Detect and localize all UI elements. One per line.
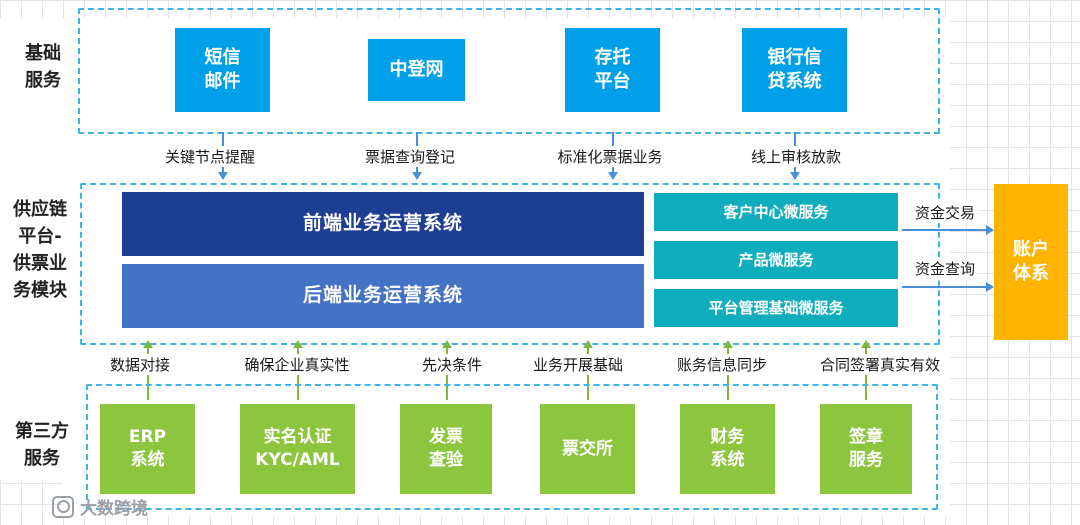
- base-service-box-sms-email: 短信 邮件: [175, 28, 270, 112]
- back-system-box: 后端业务运营系统: [122, 264, 644, 328]
- third-party-box-invoice-check: 发票 查验: [400, 404, 492, 494]
- microservice-box-customer-center: 客户中心微服务: [654, 193, 898, 231]
- side-label-platform: 供应链 平台- 供票业 务模块: [13, 199, 67, 301]
- microservice-box-platform-mgmt: 平台管理基础微服务: [654, 289, 898, 327]
- base-services-group: [78, 8, 940, 134]
- base-service-box-depository-platform: 存托 平台: [565, 28, 660, 112]
- right-arrow-fund-query: [902, 282, 994, 292]
- front-system-box: 前端业务运营系统: [122, 192, 644, 256]
- connector-label-business-basis: 业务开展基础: [529, 354, 627, 375]
- base-service-box-zhongdengwang: 中登网: [368, 39, 465, 101]
- connector-label-data-docking: 数据对接: [106, 354, 174, 375]
- connector-label-contract-signing: 合同签署真实有效: [816, 354, 944, 375]
- connector-label-account-info-sync: 账务信息同步: [673, 354, 771, 375]
- connector-label-online-approval: 线上审核放款: [747, 146, 845, 167]
- connector-label-node-reminder: 关键节点提醒: [161, 146, 259, 167]
- watermark-text: 大数跨境: [80, 499, 148, 519]
- connector-label-precondition: 先决条件: [418, 354, 486, 375]
- third-party-box-kyc-aml: 实名认证 KYC/AML: [240, 404, 355, 494]
- side-label-base-services: 基础 服务: [25, 43, 61, 91]
- connector-label-standardized-bill: 标准化票据业务: [554, 146, 666, 167]
- third-party-box-erp: ERP 系统: [100, 404, 195, 494]
- connector-label-enterprise-authenticity: 确保企业真实性: [241, 354, 353, 375]
- account-system-box: 账户 体系: [994, 184, 1068, 340]
- connector-label-fund-trade: 资金交易: [911, 202, 979, 223]
- watermark-logo-icon: [52, 495, 74, 518]
- side-label-third-party: 第三方 服务: [15, 421, 69, 469]
- base-service-box-bank-credit: 银行信 贷系统: [742, 28, 847, 112]
- label-column-backdrop: [0, 18, 62, 480]
- watermark: 大数跨境: [52, 494, 148, 519]
- microservice-box-product: 产品微服务: [654, 241, 898, 279]
- third-party-box-finance-system: 财务 系统: [680, 404, 775, 494]
- third-party-group: [86, 384, 938, 510]
- connector-label-fund-query: 资金查询: [911, 258, 979, 279]
- connector-label-bill-query: 票据查询登记: [361, 146, 459, 167]
- third-party-box-signature-service: 签章 服务: [820, 404, 912, 494]
- third-party-box-bill-exchange: 票交所: [540, 404, 635, 494]
- right-arrow-fund-trade: [902, 225, 994, 235]
